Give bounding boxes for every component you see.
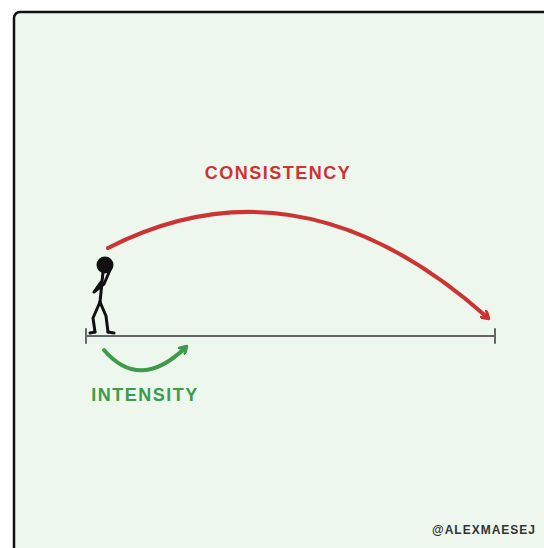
timeline (86, 329, 495, 343)
consistency-arc (108, 212, 488, 318)
watermark: @ALEXMAESEJ (432, 524, 536, 537)
stick-figure (90, 258, 114, 333)
intensity-arc (104, 347, 186, 370)
frame (14, 12, 544, 548)
consistency-label: CONSISTENCY (205, 164, 352, 184)
intensity-label: INTENSITY (91, 386, 199, 406)
